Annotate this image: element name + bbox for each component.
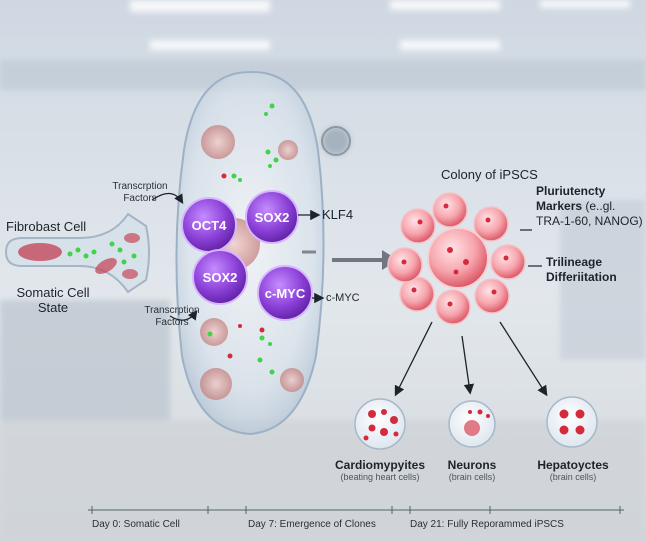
tf-bottom-line2: Factors — [155, 317, 189, 328]
factor-oct4-label: OCT4 — [191, 218, 227, 233]
outcome-name: Neurons — [447, 458, 497, 472]
trilineage-line2: Differiitation — [546, 270, 617, 284]
outcome-note: (brain cells) — [448, 472, 496, 482]
pluripotency-markers: Pluriutencty Markers (e..gl. TRA-1-60, N… — [536, 184, 643, 229]
source-cell-state: Somatic Cell State — [8, 285, 98, 315]
tf-top-line2: Factors — [123, 193, 157, 204]
cmyc-callout: c-MYC — [326, 292, 360, 304]
klf4-callout: KLF4 — [322, 207, 354, 222]
outcome-name: Hepatoyctes — [537, 458, 609, 472]
source-cell-title: Fibrobast Cell — [6, 219, 87, 234]
outcome-hepatocytes: Hepatoyctes (brain cells) — [520, 458, 626, 482]
outcome-note: (brain cells) — [549, 472, 597, 482]
transcription-factors-top: Transcrption Factors — [90, 181, 190, 205]
factor-sox2-label: SOX2 — [254, 210, 290, 225]
markers-line2: Markers — [536, 199, 583, 213]
source-state-line2: State — [37, 300, 69, 315]
factor-cmyc-label: c-MYC — [264, 286, 306, 301]
tf-bottom-line1: Transcrption — [144, 305, 200, 316]
timeline-day21: Day 21: Fully Reporammed iPSCS — [410, 519, 564, 530]
transcription-factors-bottom: Transcrption Factors — [122, 305, 222, 329]
markers-line1: Pluriutencty — [536, 184, 606, 198]
trilineage-label: Trilineage Differiitation — [546, 255, 617, 285]
outcome-cardiomyocytes: Cardiomypyites (beating heart cells) — [320, 458, 440, 482]
markers-suffix: (e..gl. — [585, 199, 616, 213]
timeline-day7: Day 7: Emergence of Clones — [248, 519, 376, 530]
source-state-line1: Somatic Cell — [16, 285, 90, 300]
markers-line3: TRA-1-60, NANOG) — [536, 214, 643, 228]
tf-top-line1: Transcrption — [112, 181, 168, 192]
outcome-note: (beating heart cells) — [340, 472, 420, 482]
timeline-day0: Day 0: Somatic Cell — [92, 519, 180, 530]
colony-title: Colony of iPSCS — [441, 167, 538, 182]
outcome-neurons: Neurons (brain cells) — [422, 458, 522, 482]
outcome-name: Cardiomypyites — [334, 458, 426, 472]
factor-sox2-second-label: SOX2 — [202, 270, 238, 285]
trilineage-line1: Trilineage — [546, 255, 603, 269]
